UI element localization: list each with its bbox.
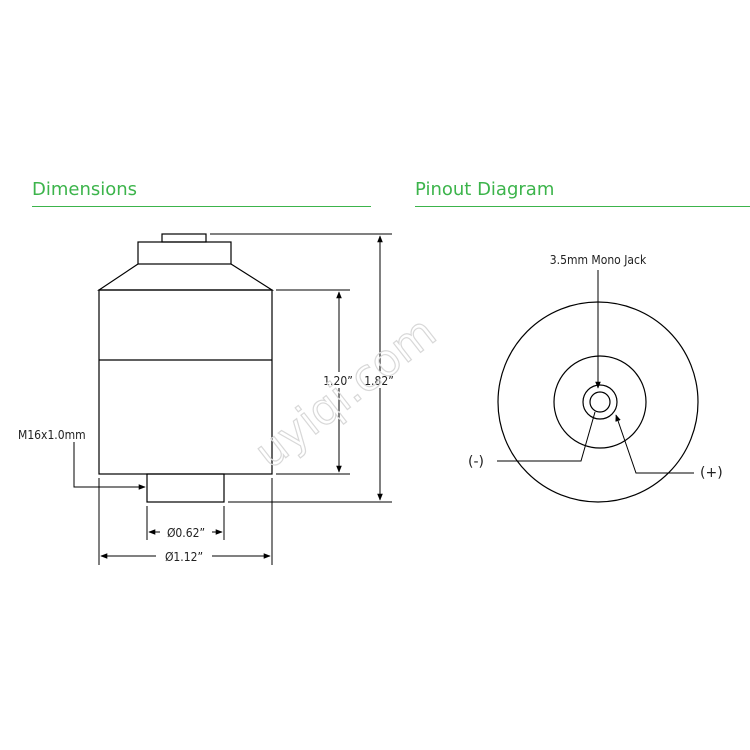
watermark: uyiqi.com — [245, 307, 445, 479]
sensor-body — [98, 289, 273, 475]
pinout-title: Pinout Diagram — [415, 179, 555, 200]
sensor-top-cap — [161, 233, 207, 243]
positive-terminal-label: (+) — [700, 465, 723, 481]
dim-small-diameter-label: Ø0.62” — [167, 526, 205, 540]
positive-leader — [615, 414, 694, 474]
jack-label: 3.5mm Mono Jack — [550, 253, 647, 267]
sensor-thread-stub — [146, 473, 225, 503]
dim-height-body-label: 1.20” — [323, 374, 353, 388]
jack-outer-circle — [582, 384, 618, 420]
jack-ring-circle — [553, 355, 647, 449]
sensor-outline — [97, 233, 275, 503]
negative-leader — [497, 411, 596, 462]
pinout-title-underline — [415, 206, 750, 207]
jack-inner-circle — [589, 391, 611, 413]
sensor-shoulder — [97, 263, 275, 291]
sensor-neck — [137, 241, 232, 265]
pinout-leaders — [497, 270, 694, 474]
negative-terminal-label: (-) — [468, 454, 484, 470]
dim-large-diameter-label: Ø1.12” — [165, 550, 203, 564]
dimensions-title: Dimensions — [32, 179, 138, 200]
dimensions-title-underline — [32, 206, 371, 207]
thread-leader — [73, 442, 146, 490]
thread-spec-label: M16x1.0mm — [18, 428, 86, 442]
dim-height-total-label: 1.82” — [364, 374, 394, 388]
